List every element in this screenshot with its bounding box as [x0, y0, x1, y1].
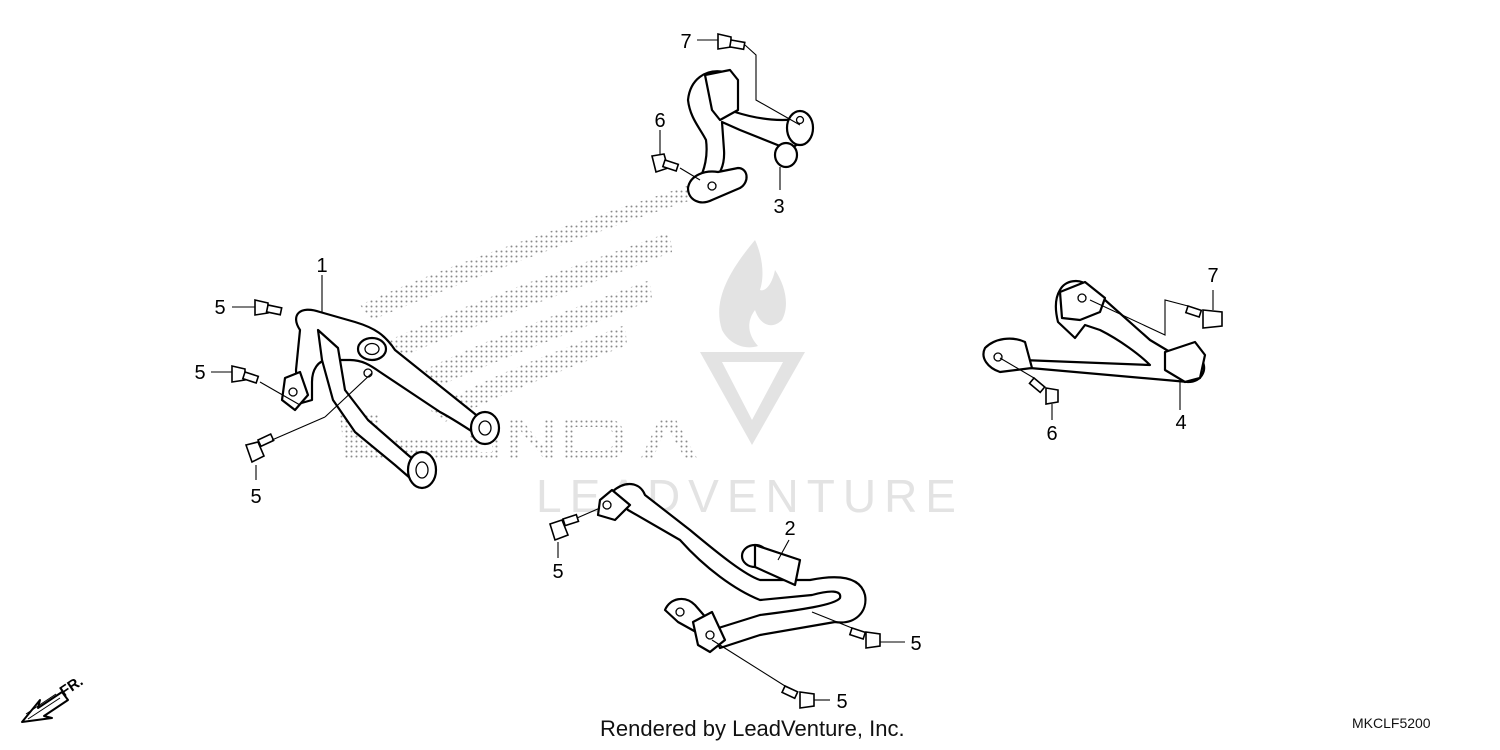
bolt-6-upper[interactable] [651, 130, 701, 181]
callout-5-a: 5 [214, 297, 225, 319]
callout-5-c: 5 [250, 486, 261, 508]
front-arrow-icon [21, 691, 69, 723]
callout-5-b: 5 [194, 362, 205, 384]
callout-2: 2 [784, 518, 795, 540]
callout-5-d: 5 [552, 561, 563, 583]
part-2-bracket[interactable] [596, 483, 867, 654]
leader-part-2 [777, 539, 790, 561]
bolt-5-bottom-right[interactable] [711, 639, 830, 709]
diagram-code: MKCLF5200 [1352, 715, 1431, 731]
callout-7-b: 7 [1207, 265, 1218, 287]
honda-lettering-watermark [470, 418, 698, 460]
part-4-bracket[interactable] [982, 280, 1207, 384]
callout-6-a: 6 [654, 110, 665, 132]
bolt-5-right-of-part-2[interactable] [811, 611, 905, 649]
bolt-5-upper-left[interactable] [232, 298, 283, 316]
render-credit: Rendered by LeadVenture, Inc. [600, 716, 905, 741]
bolt-5-lower-left[interactable] [244, 372, 373, 480]
callout-5-e: 5 [910, 633, 921, 655]
callout-7-a: 7 [680, 31, 691, 53]
part-3-bracket[interactable] [686, 68, 815, 204]
callout-3: 3 [773, 196, 784, 218]
bolt-7-upper[interactable] [697, 32, 801, 126]
front-direction-indicator: FR. [21, 673, 86, 723]
honda-wing-watermark [340, 185, 692, 460]
leadventure-logo-watermark: LEADVENTURE [536, 240, 956, 522]
callout-4: 4 [1175, 412, 1186, 434]
bolt-7-right[interactable] [1089, 290, 1223, 336]
bolt-5-bottom-mid[interactable] [549, 507, 601, 558]
bolt-6-right[interactable] [999, 357, 1059, 420]
callout-6-b: 6 [1046, 423, 1057, 445]
callout-1: 1 [316, 255, 327, 277]
callout-5-f: 5 [836, 691, 847, 713]
bolt-5-mid-left[interactable] [211, 364, 301, 406]
